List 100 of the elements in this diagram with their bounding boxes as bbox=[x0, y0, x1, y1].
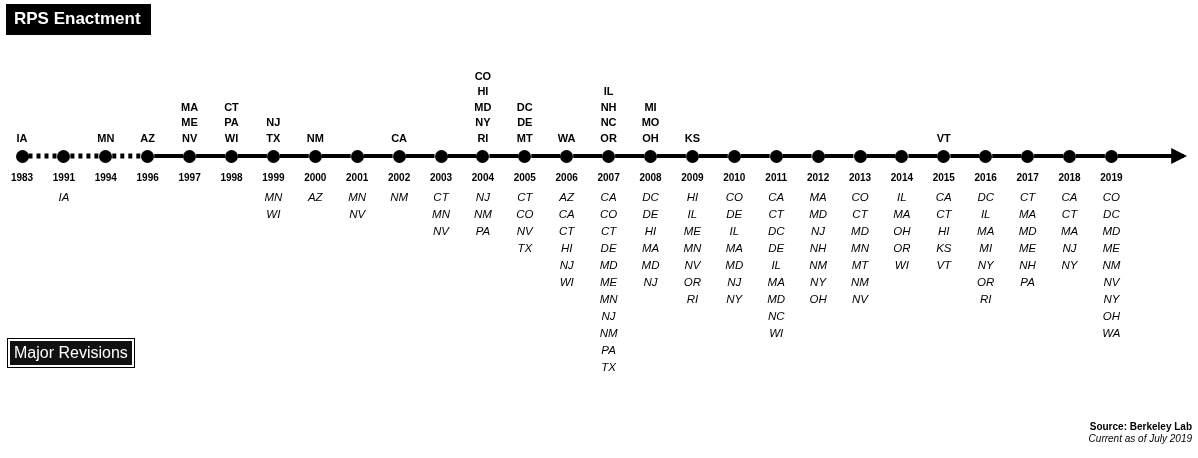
timeline-dot bbox=[560, 149, 574, 163]
state-list: CT MN NV bbox=[426, 189, 456, 240]
year-label: 2002 bbox=[386, 172, 412, 184]
section-heading: Major Revisions bbox=[8, 339, 134, 367]
year-label: 1991 bbox=[51, 172, 76, 184]
state-list: CA CT DC DE IL MA MD NC WI bbox=[761, 189, 792, 342]
timeline-dot bbox=[476, 149, 490, 163]
timeline-dot bbox=[141, 149, 155, 163]
year-label: 2017 bbox=[1015, 172, 1040, 184]
year-label: 1994 bbox=[93, 172, 118, 184]
state-list: DC IL MA MI NY OR RI bbox=[970, 189, 1001, 308]
year-label: 2011 bbox=[764, 172, 789, 184]
source-note: Source: Berkeley Lab bbox=[1089, 421, 1192, 432]
timeline-dot bbox=[811, 149, 825, 163]
year-label: 2015 bbox=[931, 172, 956, 184]
timeline-segment bbox=[363, 154, 393, 158]
year-label: 2016 bbox=[973, 172, 998, 184]
timeline-dot bbox=[937, 149, 951, 163]
timeline-dot bbox=[979, 149, 993, 163]
state-list: CA bbox=[384, 130, 415, 146]
timeline-dot bbox=[1063, 149, 1076, 163]
year-label: 2009 bbox=[680, 172, 705, 184]
state-list: CO DE IL MA MD NJ NY bbox=[719, 189, 750, 308]
year-label: 2003 bbox=[428, 172, 454, 184]
timeline-dot bbox=[769, 149, 783, 163]
state-list: MA ME NV bbox=[174, 99, 205, 146]
year-label: 2000 bbox=[303, 172, 328, 184]
year-label: 1996 bbox=[135, 172, 160, 184]
year-label: 2007 bbox=[596, 172, 621, 184]
timeline-segment bbox=[196, 154, 225, 158]
year-label: 2019 bbox=[1099, 172, 1124, 184]
year-label: 1997 bbox=[177, 172, 202, 184]
state-list: CO CT MD MN MT NM NV bbox=[845, 189, 875, 308]
year-label: 2013 bbox=[847, 172, 873, 184]
timeline-segment bbox=[740, 154, 770, 158]
state-list: DC DE MT bbox=[509, 99, 540, 146]
timeline-segment bbox=[698, 154, 728, 158]
state-list: NM bbox=[384, 189, 415, 206]
state-list: VT bbox=[928, 130, 959, 146]
timeline-dot bbox=[308, 149, 322, 163]
year-label: 2004 bbox=[470, 172, 495, 184]
timeline-segment bbox=[1076, 154, 1105, 158]
state-list: NJ TX bbox=[258, 115, 289, 146]
timeline-dot bbox=[15, 149, 29, 163]
timeline-dot bbox=[225, 149, 238, 163]
state-list: CT MA MD ME NH PA bbox=[1012, 189, 1043, 291]
year-label: 1999 bbox=[261, 172, 286, 184]
timeline-dot bbox=[1104, 149, 1118, 163]
state-list: CA CT HI KS VT bbox=[928, 189, 959, 274]
timeline-dot bbox=[727, 149, 741, 163]
timeline-segment bbox=[447, 154, 477, 158]
dotted-timeline-segment bbox=[112, 153, 142, 159]
state-list: NJ NM PA bbox=[467, 189, 498, 240]
timeline-segment bbox=[531, 154, 561, 158]
state-list: NM bbox=[300, 130, 331, 146]
timeline-segment bbox=[238, 154, 267, 158]
state-list: IA bbox=[48, 189, 79, 206]
year-label: 2012 bbox=[805, 172, 831, 184]
year-label: 2006 bbox=[554, 172, 579, 184]
state-list: AZ bbox=[132, 130, 163, 146]
year-label: 2001 bbox=[345, 172, 370, 184]
dotted-timeline-segment bbox=[70, 153, 100, 159]
timeline-dot bbox=[350, 149, 364, 163]
state-list: HI IL ME MN NV OR RI bbox=[677, 189, 708, 308]
timeline-segment bbox=[950, 154, 980, 158]
state-list: MA MD NJ NH NM NY OH bbox=[803, 189, 834, 308]
state-list: AZ CA CT HI NJ WI bbox=[551, 189, 582, 291]
timeline-dot bbox=[644, 149, 657, 163]
timeline-dot bbox=[518, 149, 532, 163]
year-label: 1983 bbox=[9, 172, 35, 184]
state-list: MI MO OH bbox=[635, 99, 666, 146]
timeline-segment bbox=[1034, 154, 1063, 158]
state-list: CO DC MD ME NM NV NY OH WA bbox=[1096, 189, 1127, 342]
title-banner: RPS Enactment bbox=[6, 4, 151, 35]
timeline-segment bbox=[992, 154, 1022, 158]
timeline-dot bbox=[57, 149, 71, 163]
dotted-timeline-segment bbox=[28, 153, 58, 159]
state-list: AZ bbox=[300, 189, 331, 206]
timeline-segment bbox=[489, 154, 519, 158]
timeline-dot bbox=[266, 149, 280, 163]
state-list: CA CO CT DE MD ME MN NJ NM PA TX bbox=[593, 189, 624, 376]
timeline-dot bbox=[392, 149, 406, 163]
year-label: 1998 bbox=[219, 172, 244, 184]
state-list: MN bbox=[90, 130, 121, 146]
timeline-arrow bbox=[1117, 148, 1188, 164]
state-list: IA bbox=[7, 130, 37, 146]
state-list: CT PA WI bbox=[216, 99, 247, 146]
state-list: CO HI MD NY RI bbox=[467, 68, 498, 146]
timeline-segment bbox=[866, 154, 896, 158]
timeline-segment bbox=[615, 154, 644, 158]
timeline-dot bbox=[895, 149, 909, 163]
timeline-segment bbox=[321, 154, 351, 158]
year-label: 2005 bbox=[512, 172, 537, 184]
timeline-dot bbox=[853, 149, 867, 163]
state-list: CT CO NV TX bbox=[509, 189, 540, 257]
timeline-segment bbox=[908, 154, 938, 158]
timeline-dot bbox=[1021, 149, 1035, 163]
timeline-dot bbox=[434, 149, 448, 163]
state-list: MN WI bbox=[258, 189, 289, 223]
timeline-segment bbox=[405, 154, 435, 158]
